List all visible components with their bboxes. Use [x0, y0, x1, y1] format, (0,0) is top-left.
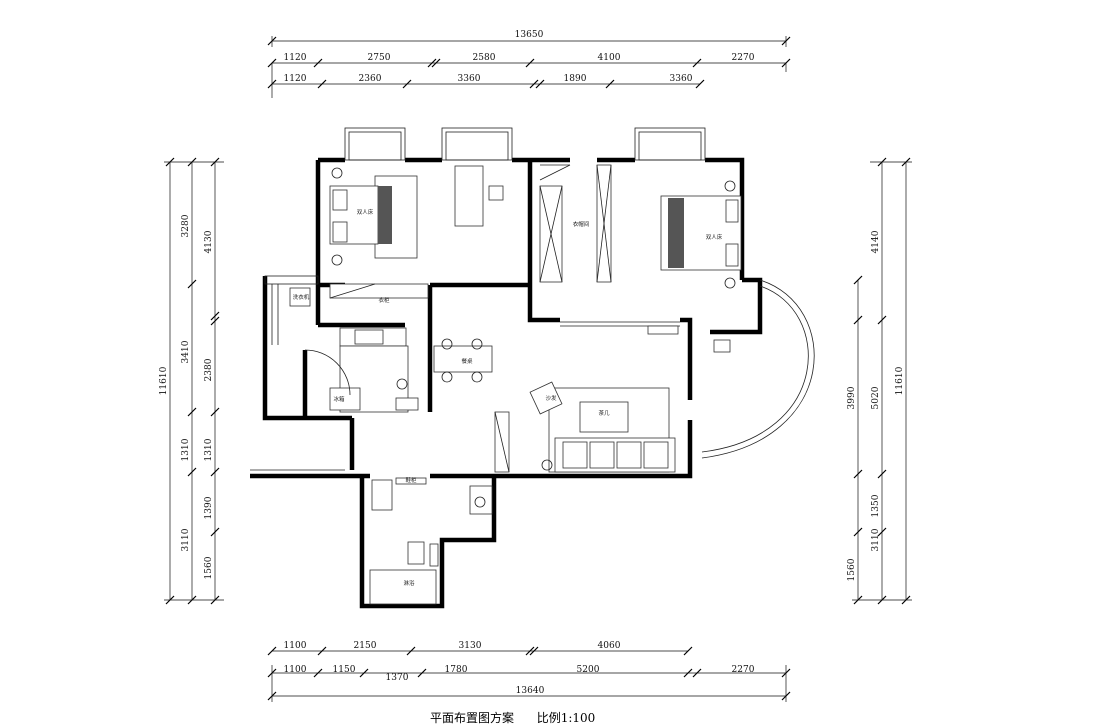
left-dim-outer-1: 3410	[181, 340, 191, 363]
left-dim-inner-2: 1310	[204, 438, 214, 461]
bottom-dim-r2-2: 1370	[386, 673, 409, 683]
top-dim-r2-2: 3360	[458, 74, 481, 84]
right-dim-outer-2: 1350	[871, 494, 881, 517]
right-dimensions: 11610 4140 5020 1350 3110 3990 1560	[847, 157, 912, 605]
right-dim-inner-1: 1560	[847, 558, 857, 581]
top-dim-r1-4: 2270	[732, 53, 755, 63]
sofa-label: 沙发	[545, 394, 557, 402]
living-room: 茶几 沙发	[494, 381, 676, 473]
bottom-dim-r1-3: 4060	[598, 641, 621, 651]
top-dim-r2-1: 2360	[359, 74, 382, 84]
bottom-dim-overall: 13640	[516, 686, 545, 696]
dining-label: 餐桌	[461, 357, 473, 365]
shower-label: 淋浴	[403, 579, 415, 587]
bottom-dim-r2-1: 1150	[333, 665, 356, 675]
washer-label: 洗衣机	[293, 293, 310, 301]
drawing-title: 平面布置图方案 比例1:100	[430, 710, 595, 725]
drawing-scale-text: 比例1:100	[537, 711, 596, 725]
closet-label: 衣帽间	[573, 220, 590, 228]
left-dim-outer-2: 1310	[181, 438, 191, 461]
top-dim-r1-3: 4100	[598, 53, 621, 63]
dining-area: 餐桌	[433, 338, 493, 383]
top-dim-r1-2: 2580	[473, 53, 496, 63]
top-dim-r2-0: 1120	[284, 74, 307, 84]
left-dim-overall: 11610	[159, 366, 169, 395]
bottom-dim-r1-1: 2150	[354, 641, 377, 651]
shoe-cabinet-label: 鞋柜	[405, 476, 417, 484]
left-dim-inner-0: 4130	[204, 230, 214, 253]
top-dim-r1-0: 1120	[284, 53, 307, 63]
walk-in-closet: 衣帽间	[539, 164, 612, 283]
left-bed-label: 双人床	[357, 208, 374, 216]
left-dimensions: 11610 3280 3410 1310 3110 4130 2380 1310…	[159, 157, 224, 605]
bottom-dim-r2-5: 2270	[732, 665, 755, 675]
top-dim-r1-1: 2750	[368, 53, 391, 63]
top-dim-overall: 13650	[515, 30, 544, 40]
left-dim-outer-3: 3110	[181, 528, 191, 551]
bottom-dim-r2-4: 5200	[577, 665, 600, 675]
left-dim-inner-3: 1390	[204, 496, 214, 519]
top-dim-r2-3: 1890	[564, 74, 587, 84]
coffee-table-label: 茶几	[598, 409, 610, 417]
drawing-title-text: 平面布置图方案	[430, 710, 514, 725]
bottom-dim-r1-2: 3130	[459, 641, 482, 651]
right-dim-outer-1: 5020	[871, 386, 881, 409]
left-wardrobe-label: 衣柜	[378, 296, 390, 304]
kitchen: 洗衣机 冰箱	[289, 287, 419, 413]
bottom-dimensions: 1100 2150 3130 4060 1100 1150 1370 1780 …	[267, 641, 791, 702]
right-dim-inner-0: 3990	[847, 386, 857, 409]
right-bed-label: 双人床	[706, 233, 723, 241]
fridge-label: 冰箱	[333, 395, 345, 403]
top-dimensions: 13650 1120 2750 2580 4100 2270 1120 2360…	[267, 30, 791, 98]
right-dim-overall: 11610	[895, 366, 905, 395]
right-dim-outer-0: 4140	[871, 230, 881, 253]
right-dim-outer-3: 3110	[871, 528, 881, 551]
right-bedroom: 双人床	[647, 180, 742, 353]
walls	[250, 157, 815, 609]
bottom-dim-r2-3: 1780	[445, 665, 468, 675]
left-dim-inner-4: 1560	[204, 556, 214, 579]
left-dim-inner-1: 2380	[204, 358, 214, 381]
bottom-dim-r1-0: 1100	[284, 641, 307, 651]
left-dim-outer-0: 3280	[181, 214, 191, 237]
left-bedroom: 双人床 衣柜	[329, 165, 504, 304]
bathroom: 鞋柜 淋浴	[369, 476, 493, 605]
top-dim-r2-4: 3360	[670, 74, 693, 84]
bottom-dim-r2-0: 1100	[284, 665, 307, 675]
